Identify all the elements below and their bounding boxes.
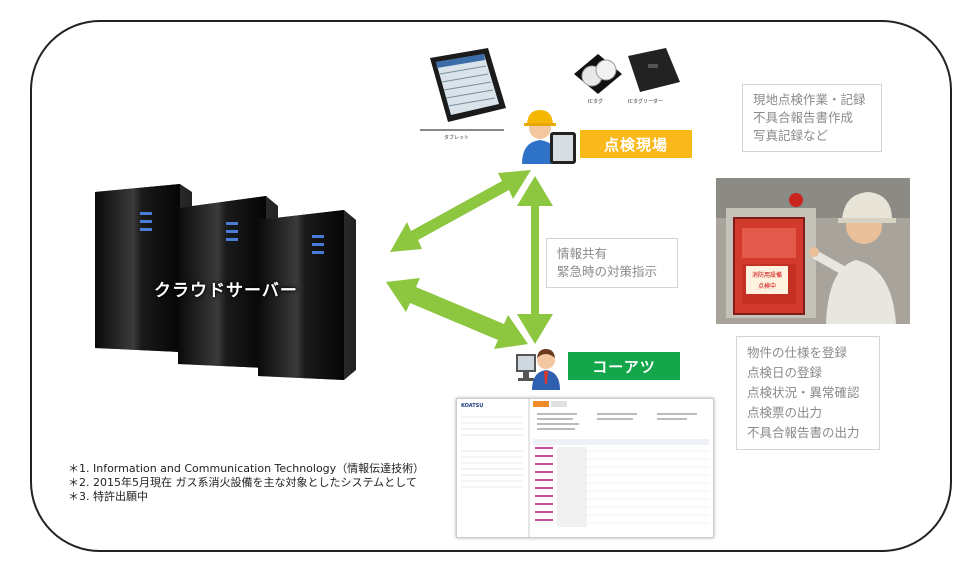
footnote-1: ＊1. Information and Communication Techno… <box>68 462 425 475</box>
site-note-3: 写真記録など <box>753 128 829 143</box>
site-label: 点検現場 <box>580 130 692 158</box>
photo-sign-line2: 点検中 <box>758 282 776 290</box>
share-notes: 情報共有 緊急時の対策指示 <box>546 238 678 288</box>
screen-brand: KOATSU <box>461 403 483 409</box>
inspection-photo: 消防用設備 点検中 <box>716 178 910 324</box>
ic-reader-caption: ICタグリーダー <box>628 99 663 105</box>
cloud-server-label: クラウドサーバー <box>154 281 298 301</box>
ic-tag-reader-icon <box>574 48 680 94</box>
arrow-server-site <box>390 170 531 252</box>
photo-sign: 消防用設備 点検中 <box>746 266 788 294</box>
office-worker-icon <box>516 349 560 390</box>
share-note-1: 情報共有 <box>557 246 608 261</box>
ic-tag-caption: ICタグ <box>588 99 603 105</box>
server-rack-icon <box>95 184 356 380</box>
management-screen: KOATSU <box>456 398 714 538</box>
corp-note-1: 物件の仕様を登録 <box>747 345 848 360</box>
tablet-caption: タブレット <box>444 135 470 141</box>
site-note-2: 不具合報告書作成 <box>753 110 854 125</box>
tablet-icon <box>420 48 506 131</box>
footnote-3: ＊3. 特許出願中 <box>68 490 148 503</box>
arrow-server-corp <box>386 278 528 349</box>
corp-note-5: 不具合報告書の出力 <box>747 425 860 440</box>
corp-note-4: 点検票の出力 <box>747 405 823 420</box>
site-note-1: 現地点検作業・記録 <box>753 92 866 107</box>
diagram-frame <box>30 20 952 552</box>
site-worker-icon <box>522 110 576 164</box>
photo-sign-line1: 消防用設備 <box>752 271 782 279</box>
corp-note-3: 点検状況・異常確認 <box>747 385 860 400</box>
corp-label: コーアツ <box>568 352 680 380</box>
corp-note-2: 点検日の登録 <box>747 365 823 380</box>
arrow-site-corp <box>517 176 553 344</box>
footnotes: ＊1. Information and Communication Techno… <box>68 462 424 504</box>
corp-notes: 物件の仕様を登録 点検日の登録 点検状況・異常確認 点検票の出力 不具合報告書の… <box>736 336 880 450</box>
share-note-2: 緊急時の対策指示 <box>557 264 658 279</box>
footnote-2: ＊2. 2015年5月現在 ガス系消火設備を主な対象としたシステムとして <box>68 476 417 489</box>
site-notes: 現地点検作業・記録 不具合報告書作成 写真記録など <box>742 84 882 152</box>
